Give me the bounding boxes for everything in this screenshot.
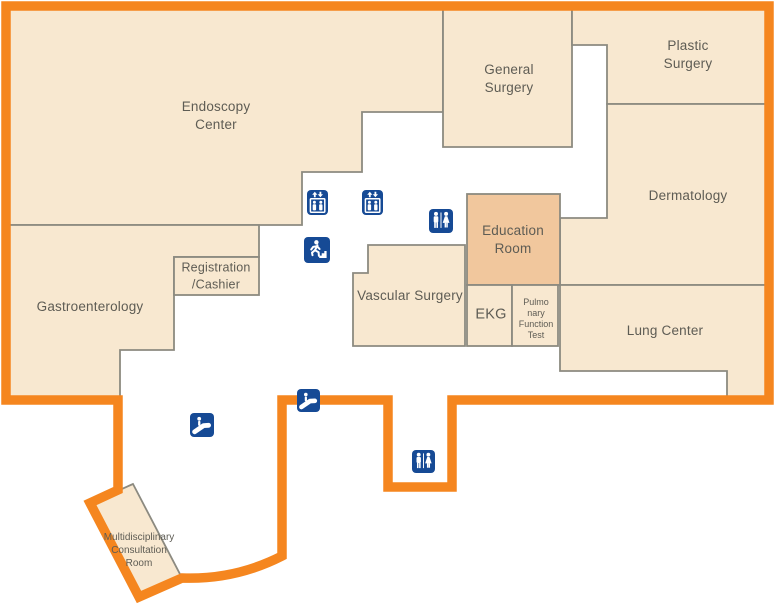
elevator-icon-1 (307, 190, 328, 215)
room-ekg (466, 284, 513, 347)
emergency-exit-icon (304, 237, 330, 263)
room-lung-center (559, 284, 773, 404)
restroom-icon-1 (429, 209, 453, 233)
elevator-icon-2 (362, 190, 383, 215)
restroom-icon-2 (412, 450, 435, 473)
label-vascular-surgery: Vascular Surgery (357, 288, 463, 304)
label-endoscopy-center: Endoscopy Center (181, 99, 251, 132)
label-plastic-surgery: Plastic Surgery (663, 38, 713, 71)
room-vascular-surgery (352, 244, 466, 347)
room-education-room (466, 193, 561, 286)
label-multidisciplinary-consultation: Multidisciplinary Consultation Room (103, 531, 175, 569)
room-registration-cashier (173, 256, 260, 296)
label-ekg: EKG (475, 306, 507, 323)
label-lung-center: Lung Center (626, 323, 704, 339)
label-pulmonary-function-test: Pulmo nary Function Test (518, 297, 554, 340)
label-general-surgery: General Surgery (484, 62, 534, 95)
label-dermatology: Dermatology (648, 188, 728, 204)
escalator-icon-1 (297, 389, 320, 412)
escalator-icon-2 (190, 413, 214, 437)
label-gastroenterology: Gastroenterology (36, 299, 144, 315)
label-registration-cashier: Registration /Cashier (181, 260, 251, 292)
room-pulmonary-function-test (511, 284, 559, 347)
label-education-room: Education Room (482, 223, 544, 256)
